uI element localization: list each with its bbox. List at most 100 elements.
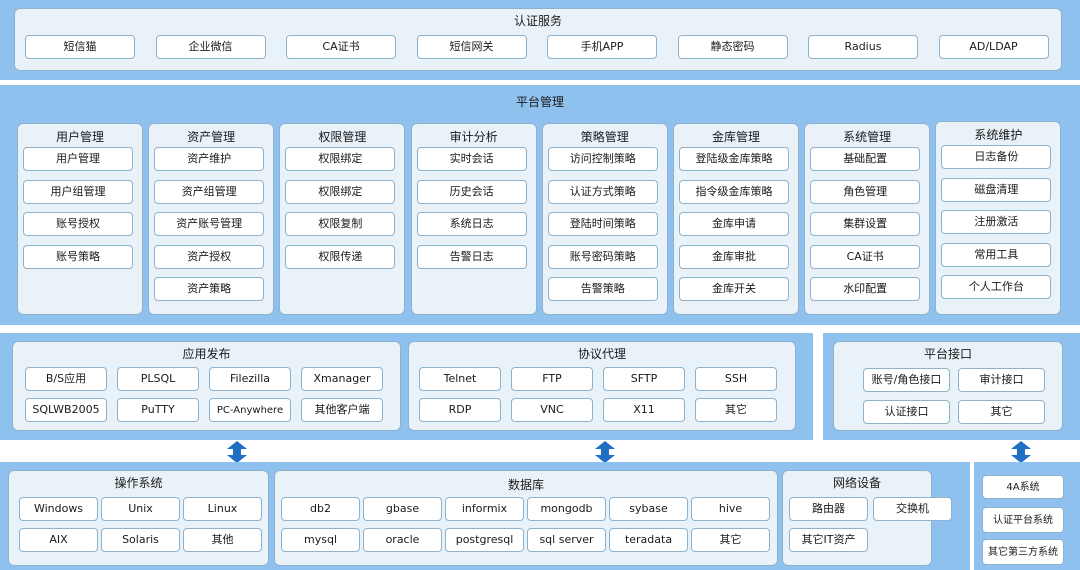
- platform-group-item: 资产账号管理: [154, 212, 265, 236]
- proxy-item: VNC: [511, 398, 593, 422]
- net-panel: 网络设备 路由器交换机其它IT资产: [782, 470, 952, 566]
- platform-group-item: 账号密码策略: [547, 244, 658, 269]
- auth-item: 短信网关: [416, 35, 527, 59]
- platform-group-title: 系统管理: [843, 130, 892, 144]
- platform-group-item: 访问控制策略: [547, 147, 658, 171]
- platform-group-item: 集群设置: [810, 212, 921, 236]
- external-item: 认证平台系统: [982, 507, 1064, 533]
- interface-item: 账号/角色接口: [863, 368, 950, 392]
- app-publish-item: PLSQL: [117, 367, 199, 391]
- platform-group-title: 资产管理: [187, 130, 236, 144]
- db-item: hive: [691, 497, 770, 521]
- platform-group-item: 登陆级金库策略: [679, 147, 789, 171]
- app-publish-item: SQLWB2005: [25, 398, 107, 422]
- platform-group-item: 金库申请: [679, 212, 789, 236]
- db-item: 其它: [691, 528, 770, 552]
- db-item: teradata: [609, 528, 688, 552]
- interface-title: 平台接口: [923, 347, 972, 361]
- auth-title: 认证服务: [513, 14, 562, 28]
- platform-group-item: 用户管理: [23, 147, 133, 171]
- platform-group-item: 金库审批: [679, 244, 789, 269]
- net-item: 其它IT资产: [789, 528, 868, 552]
- proxy-item: 其它: [695, 398, 777, 422]
- platform-group: 资产管理资产维护资产组管理资产账号管理资产授权资产策略: [148, 123, 275, 315]
- interface-band: 平台接口 账号/角色接口审计接口认证接口其它: [823, 333, 1080, 440]
- os-title: 操作系统: [114, 476, 163, 490]
- auth-item: CA证书: [286, 35, 396, 59]
- os-item: 其他: [183, 528, 262, 552]
- platform-band: 平台管理 用户管理用户管理用户组管理账号授权账号策略资产管理资产维护资产组管理资…: [0, 85, 1080, 325]
- platform-group: 审计分析实时会话历史会话系统日志告警日志: [410, 123, 537, 315]
- db-item: gbase: [363, 497, 442, 521]
- app-publish-item: Xmanager: [301, 367, 383, 391]
- platform-group-item: 资产策略: [154, 277, 265, 301]
- platform-group-item: 角色管理: [810, 179, 921, 204]
- platform-group-title: 金库管理: [711, 130, 760, 144]
- db-item: postgresql: [445, 528, 524, 552]
- platform-group-item: 金库开关: [679, 277, 789, 301]
- app-publish-item: B/S应用: [25, 367, 107, 391]
- auth-item: AD/LDAP: [938, 35, 1049, 59]
- platform-group-item: 注册激活: [941, 210, 1052, 234]
- net-item: 交换机: [873, 497, 952, 521]
- platform-group-item: 账号策略: [23, 244, 133, 269]
- db-item: oracle: [363, 528, 442, 552]
- platform-group-item: 磁盘清理: [941, 177, 1052, 202]
- platform-group-title: 审计分析: [449, 130, 498, 144]
- platform-group-item: 用户组管理: [23, 179, 133, 204]
- external-item: 其它第三方系统: [982, 539, 1064, 565]
- platform-group-item: 常用工具: [941, 242, 1052, 267]
- external-item: 4A系统: [982, 475, 1064, 499]
- auth-item: 短信猫: [25, 35, 135, 59]
- interface-panel: 平台接口 账号/角色接口审计接口认证接口其它: [833, 341, 1063, 431]
- os-item: Unix: [101, 497, 180, 521]
- double-arrow-icon: [594, 441, 616, 463]
- platform-group: 用户管理用户管理用户组管理账号授权账号策略: [17, 123, 143, 315]
- platform-group-item: 历史会话: [416, 179, 527, 204]
- db-item: mysql: [281, 528, 360, 552]
- db-item: db2: [281, 497, 360, 521]
- proxy-item: FTP: [511, 367, 593, 391]
- app-publish-item: 其他客户端: [301, 398, 383, 422]
- platform-group-item: 账号授权: [23, 212, 133, 236]
- platform-group: 权限管理权限绑定权限绑定权限复制权限传递: [279, 123, 406, 315]
- interface-item: 其它: [958, 400, 1045, 424]
- interface-item: 认证接口: [863, 400, 950, 424]
- platform-group: 金库管理登陆级金库策略指令级金库策略金库申请金库审批金库开关: [673, 123, 799, 315]
- platform-group: 系统维护日志备份磁盘清理注册激活常用工具个人工作台: [935, 121, 1062, 315]
- platform-group-item: 告警策略: [547, 277, 658, 301]
- platform-group-title: 策略管理: [580, 130, 629, 144]
- platform-group-item: 权限绑定: [285, 179, 396, 204]
- platform-group-item: 日志备份: [941, 145, 1052, 169]
- os-item: Windows: [19, 497, 98, 521]
- proxy-item: SFTP: [603, 367, 685, 391]
- platform-group-item: 权限传递: [285, 244, 396, 269]
- proxy-item: RDP: [419, 398, 501, 422]
- double-arrow-icon: [1010, 441, 1032, 463]
- proxy-item: SSH: [695, 367, 777, 391]
- platform-group-item: 指令级金库策略: [679, 179, 789, 204]
- external-band: 4A系统认证平台系统其它第三方系统: [974, 462, 1080, 570]
- auth-item: 企业微信: [155, 35, 266, 59]
- platform-title: 平台管理: [515, 95, 564, 109]
- double-arrow-icon: [226, 441, 248, 463]
- platform-group-item: 水印配置: [810, 277, 921, 301]
- platform-group-title: 权限管理: [318, 130, 367, 144]
- auth-item: 手机APP: [547, 35, 657, 59]
- platform-group-item: 资产授权: [154, 244, 265, 269]
- os-item: AIX: [19, 528, 98, 552]
- auth-item: Radius: [808, 35, 918, 59]
- platform-group-item: 认证方式策略: [547, 179, 658, 204]
- platform-group-item: 告警日志: [416, 244, 527, 269]
- app-publish-item: PC-Anywhere: [209, 398, 291, 422]
- platform-group-item: CA证书: [810, 244, 921, 269]
- platform-group-item: 系统日志: [416, 212, 527, 236]
